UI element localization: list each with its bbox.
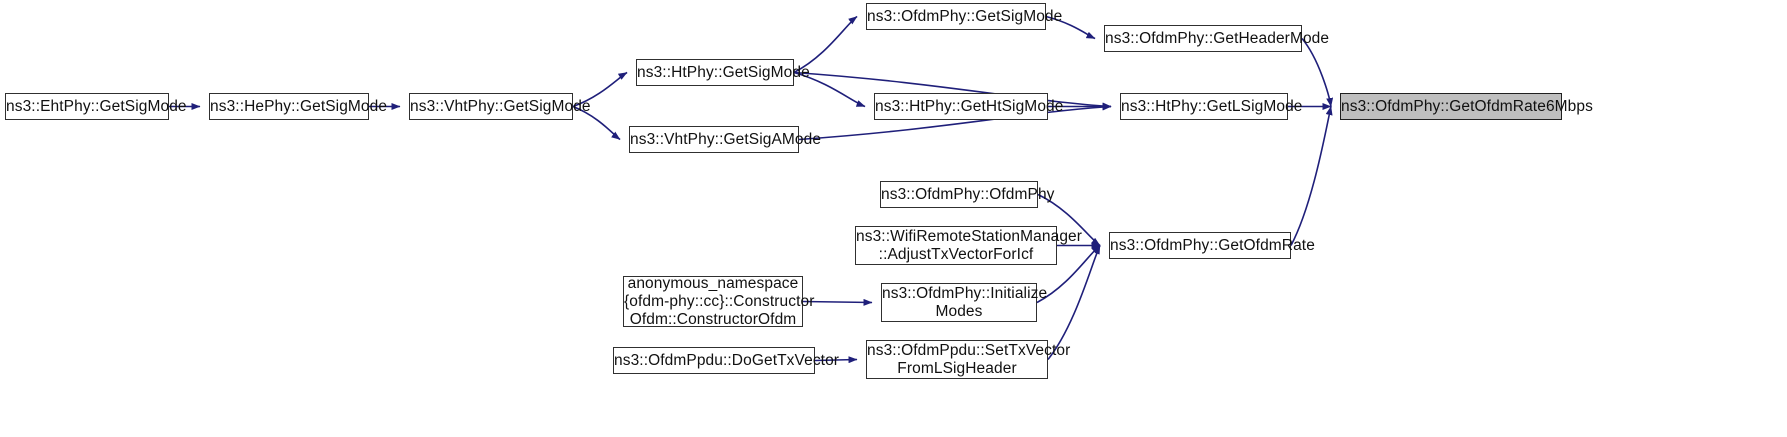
graph-node-he_getsigmode[interactable]: ns3::HePhy::GetSigMode: [209, 93, 387, 120]
graph-node-anon_constructorofdm[interactable]: anonymous_namespace {ofdm-phy::cc}::Cons…: [623, 275, 814, 328]
graph-node-label: ns3::VhtPhy::GetSigAMode: [630, 130, 822, 148]
graph-edge-ofdm_getheadermode-to-ofdm_rate6mbps: [1301, 37, 1334, 107]
graph-node-ofdm_ofdmphy[interactable]: ns3::OfdmPhy::OfdmPhy: [880, 181, 1054, 208]
graph-node-ht_getsigmode[interactable]: ns3::HtPhy::GetSigMode: [636, 59, 810, 86]
graph-node-label: ns3::OfdmPhy::GetOfdmRate: [1110, 236, 1315, 254]
graph-node-label: ns3::HtPhy::GetHtSigMode: [875, 97, 1064, 115]
graph-node-ofdmppdu_dogettx[interactable]: ns3::OfdmPpdu::DoGetTxVector: [613, 347, 839, 374]
graph-node-wrsm_adjusttxvector[interactable]: ns3::WifiRemoteStationManager ::AdjustTx…: [855, 226, 1082, 265]
graph-node-vht_getsigmode[interactable]: ns3::VhtPhy::GetSigMode: [409, 93, 591, 120]
graph-edge-ofdm_getofdmrate-to-ofdm_rate6mbps: [1290, 106, 1333, 246]
graph-node-label: ns3::OfdmPhy::OfdmPhy: [881, 185, 1055, 203]
graph-node-label: anonymous_namespace {ofdm-phy::cc}::Cons…: [624, 274, 815, 328]
graph-node-label: ns3::OfdmPpdu::DoGetTxVector: [614, 351, 840, 369]
graph-node-label: ns3::HtPhy::GetSigMode: [637, 63, 810, 81]
graph-node-label: ns3::OfdmPhy::GetHeaderMode: [1105, 29, 1330, 47]
graph-node-ofdmppdu_settxvector[interactable]: ns3::OfdmPpdu::SetTxVector FromLSigHeade…: [866, 340, 1070, 379]
graph-node-ofdm_getheadermode[interactable]: ns3::OfdmPhy::GetHeaderMode: [1104, 25, 1329, 52]
graph-node-label: ns3::OfdmPhy::GetOfdmRate6Mbps: [1341, 97, 1593, 115]
graph-node-ofdm_getofdmrate[interactable]: ns3::OfdmPhy::GetOfdmRate: [1109, 232, 1315, 259]
graph-node-label: ns3::WifiRemoteStationManager ::AdjustTx…: [856, 227, 1083, 263]
graph-node-ofdm_rate6mbps[interactable]: ns3::OfdmPhy::GetOfdmRate6Mbps: [1340, 93, 1593, 120]
graph-node-label: ns3::HtPhy::GetLSigMode: [1121, 97, 1303, 115]
graph-node-ht_gethtsigmode[interactable]: ns3::HtPhy::GetHtSigMode: [874, 93, 1063, 120]
graph-node-ht_getlsigmode[interactable]: ns3::HtPhy::GetLSigMode: [1120, 93, 1302, 120]
graph-node-label: ns3::HePhy::GetSigMode: [210, 97, 388, 115]
graph-node-label: ns3::OfdmPpdu::SetTxVector FromLSigHeade…: [867, 341, 1071, 377]
graph-node-label: ns3::EhtPhy::GetSigMode: [6, 97, 187, 115]
graph-node-label: ns3::OfdmPhy::GetSigMode: [867, 7, 1063, 25]
graph-node-eht_getsigmode[interactable]: ns3::EhtPhy::GetSigMode: [5, 93, 187, 120]
graph-node-ofdm_getsigmode[interactable]: ns3::OfdmPhy::GetSigMode: [866, 3, 1062, 30]
graph-node-ofdm_initializemodes[interactable]: ns3::OfdmPhy::Initialize Modes: [881, 283, 1047, 322]
graph-node-label: ns3::OfdmPhy::Initialize Modes: [882, 284, 1048, 320]
graph-node-vht_getsigamode[interactable]: ns3::VhtPhy::GetSigAMode: [629, 126, 821, 153]
graph-node-label: ns3::VhtPhy::GetSigMode: [410, 97, 591, 115]
